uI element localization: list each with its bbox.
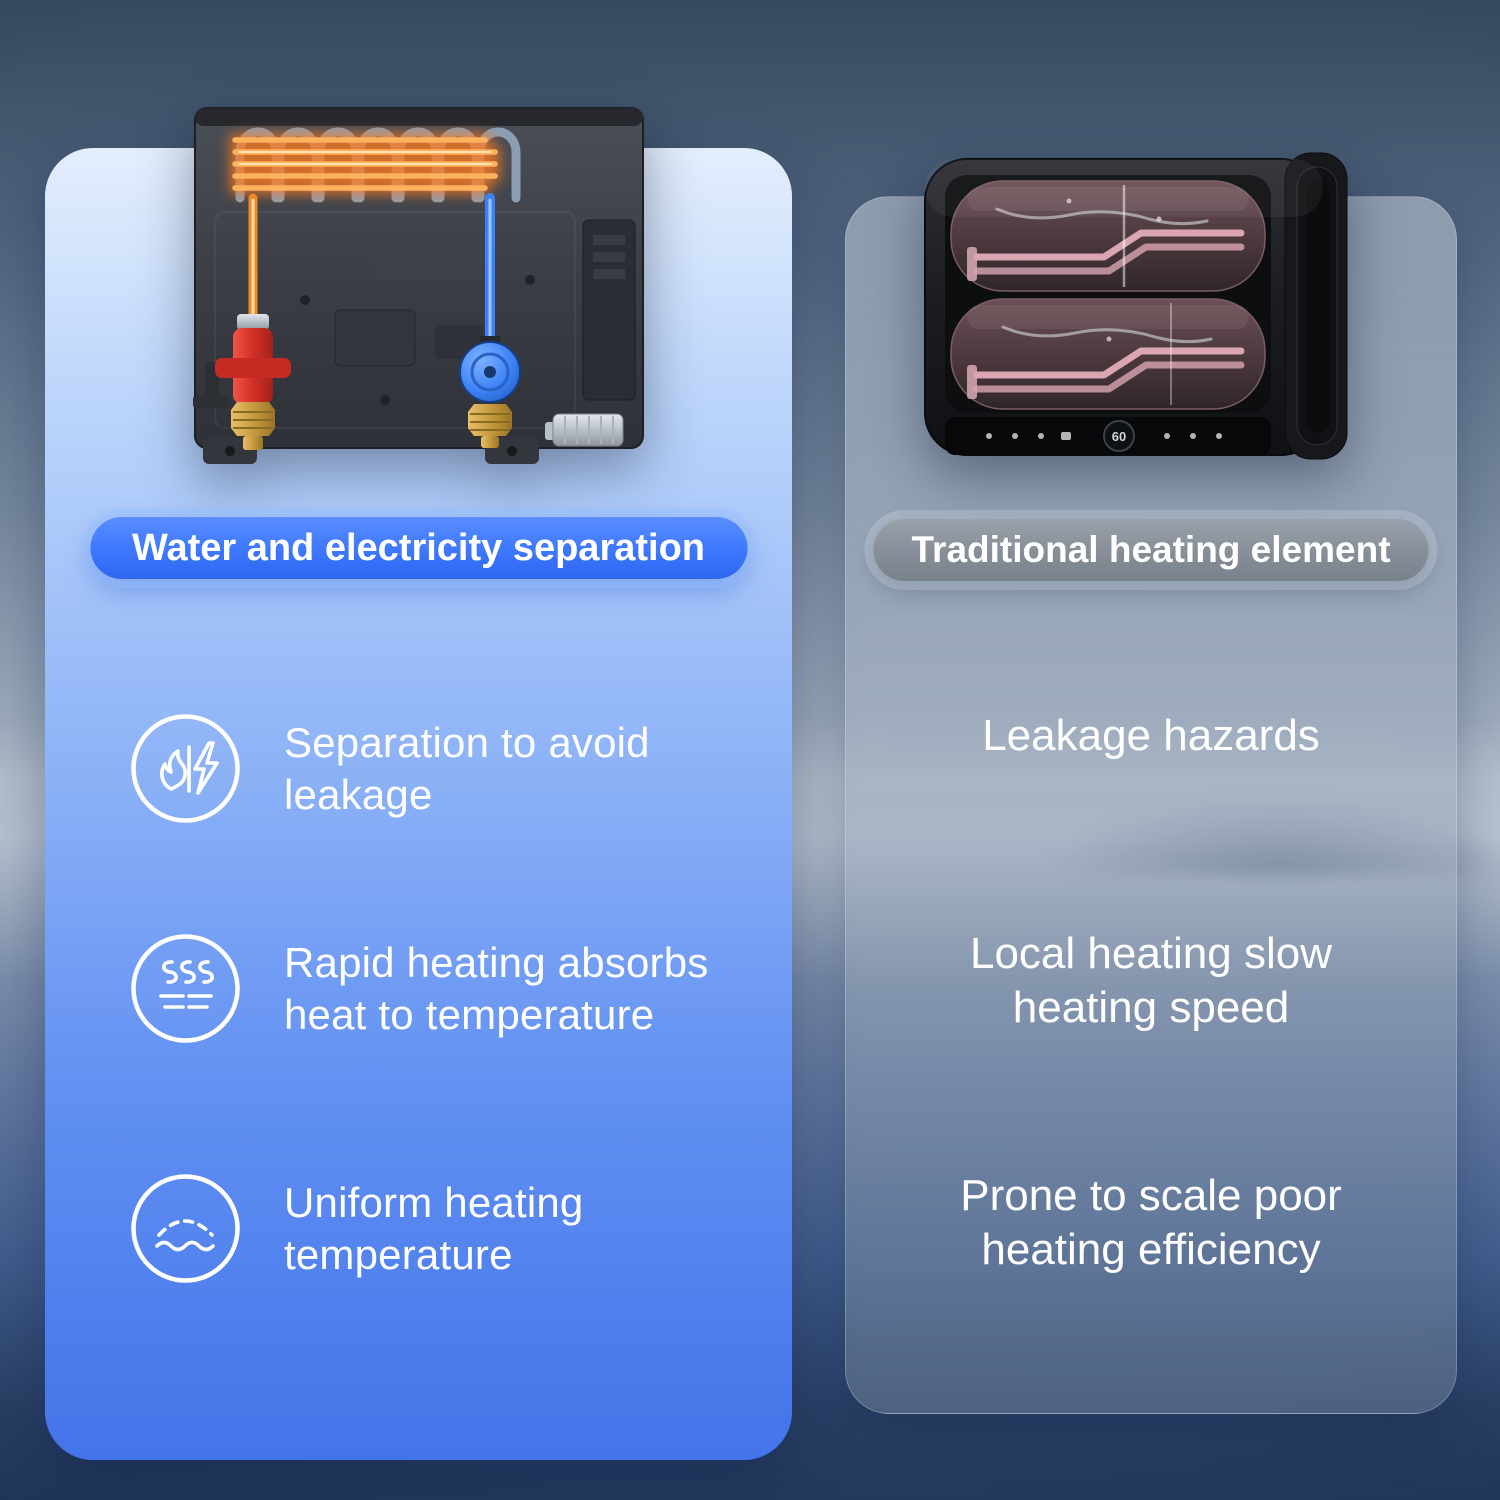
steel-fitting	[545, 413, 624, 447]
right-badge: Traditional heating element	[873, 519, 1429, 581]
red-valve	[193, 314, 291, 450]
temperature-display: 60	[1112, 429, 1126, 444]
right-feature-leakage: Leakage hazards	[982, 711, 1320, 760]
traditional-heater-image: 60	[919, 149, 1351, 474]
feature-rapid-heating: Rapid heating absorbs heat to temperatur…	[129, 932, 764, 1045]
left-badge: Water and electricity separation	[89, 517, 748, 579]
right-feature-scale: Prone to scale poor heating efficiency	[960, 1171, 1342, 1274]
traditional-heater-illustration: 60	[924, 152, 1348, 460]
feature-text: Rapid heating absorbs heat to temperatur…	[284, 939, 709, 1038]
flame-lightning-icon	[129, 712, 242, 825]
water-splash	[995, 198, 1213, 344]
right-badge-label: Traditional heating element	[911, 529, 1391, 570]
heating-elements	[967, 229, 1245, 399]
feature-uniform-heating: Uniform heating temperature	[129, 1172, 634, 1285]
left-badge-label: Water and electricity separation	[131, 527, 706, 569]
uniform-heat-icon	[129, 1172, 242, 1285]
control-panel: 60	[945, 417, 1271, 455]
right-feature-slow-heating: Local heating slow heating speed	[969, 929, 1332, 1032]
feature-text: Separation to avoid leakage	[284, 719, 650, 818]
feature-text: Uniform heating temperature	[284, 1179, 584, 1278]
right-panel: 60 Traditional heating element Leakage h…	[845, 152, 1457, 1414]
heating-coil	[228, 127, 521, 203]
left-panel: Water and electricity separation Separat…	[45, 107, 792, 1460]
tankless-heater-image	[185, 100, 655, 485]
tankless-heater-illustration	[193, 107, 644, 464]
water-tanks	[950, 180, 1266, 410]
blue-valve	[459, 336, 521, 448]
feature-separation: Separation to avoid leakage	[129, 712, 734, 825]
steam-heat-icon	[129, 932, 242, 1045]
